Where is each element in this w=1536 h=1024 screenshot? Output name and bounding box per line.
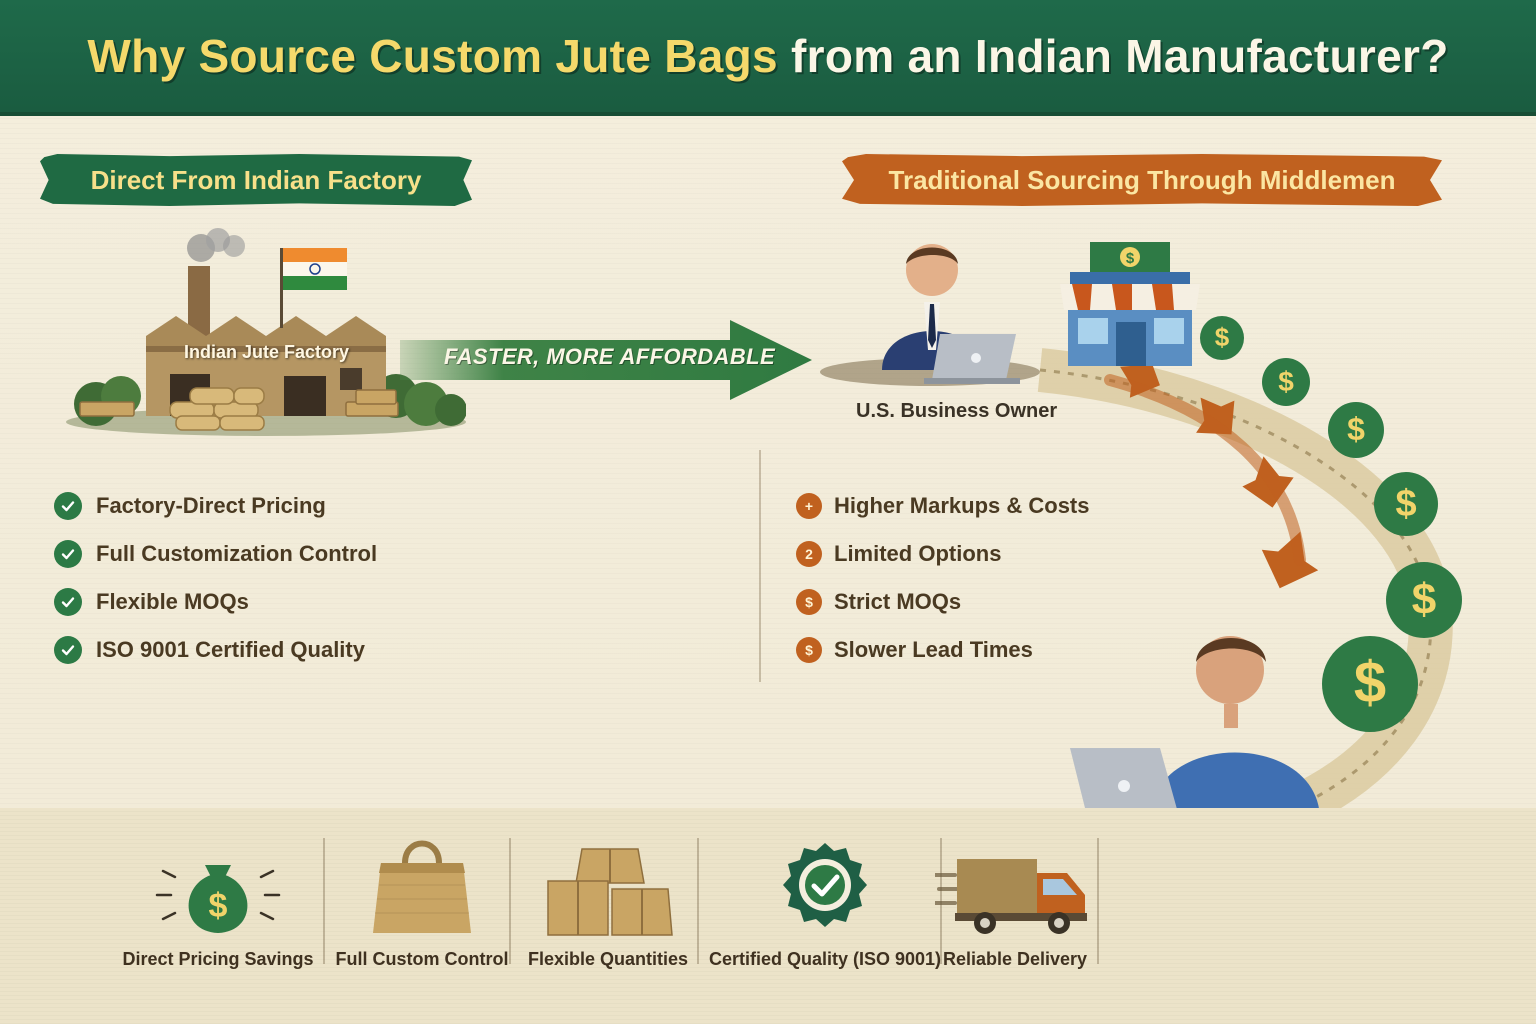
- factory-label: Indian Jute Factory: [184, 342, 350, 362]
- boxes-icon: [547, 848, 673, 936]
- check-icon: [54, 492, 82, 520]
- delivery-truck-icon: [935, 859, 1087, 934]
- check-icon: [54, 636, 82, 664]
- feature-custom-control: Full Custom Control: [335, 820, 509, 970]
- list-item: $ Strict MOQs: [796, 578, 1090, 626]
- feature-label: Certified Quality (ISO 9001): [708, 949, 942, 969]
- direct-benefits-list: Factory-Direct Pricing Full Customizatio…: [54, 482, 377, 674]
- title-accent: Why Source Custom Jute Bags: [87, 30, 778, 82]
- money-bags-trail: $ $ $ $ $ $: [1200, 316, 1462, 732]
- feature-label: Direct Pricing Savings: [122, 949, 314, 969]
- benefit-text: Factory-Direct Pricing: [96, 493, 326, 518]
- list-item: $ Slower Lead Times: [796, 626, 1090, 674]
- list-item: Flexible MOQs: [54, 578, 377, 626]
- drawback-text: Slower Lead Times: [834, 637, 1033, 662]
- arrow-label: FASTER, MORE AFFORDABLE: [444, 344, 776, 369]
- feature-divider: [509, 838, 511, 964]
- feature-divider: [323, 838, 325, 964]
- storefront-icon: $: [1060, 242, 1200, 366]
- money-bag-icon: $: [155, 865, 281, 933]
- title-header: Why Source Custom Jute Bags from an Indi…: [0, 0, 1536, 116]
- middlemen-banner: Traditional Sourcing Through Middlemen: [842, 154, 1442, 206]
- svg-text:$: $: [1278, 366, 1294, 397]
- dollar-badge-icon: $: [796, 589, 822, 615]
- svg-text:$: $: [1215, 322, 1230, 352]
- svg-text:$: $: [1126, 250, 1135, 267]
- certified-badge-icon: [783, 843, 867, 927]
- benefit-text: ISO 9001 Certified Quality: [96, 637, 365, 662]
- drawback-text: Strict MOQs: [834, 589, 962, 614]
- feature-label: Reliable Delivery: [942, 949, 1088, 969]
- benefit-text: Flexible MOQs: [96, 589, 249, 614]
- jute-bag-icon: [373, 840, 471, 933]
- number-badge-icon: 2: [796, 541, 822, 567]
- feature-flexible-quantities: Flexible Quantities: [522, 820, 694, 970]
- casual-owner-figure: [1050, 636, 1350, 828]
- svg-text:$: $: [1412, 575, 1436, 624]
- list-item: Factory-Direct Pricing: [54, 482, 377, 530]
- column-divider: [759, 450, 761, 682]
- list-item: + Higher Markups & Costs: [796, 482, 1090, 530]
- feature-reliable-delivery: Reliable Delivery: [935, 820, 1088, 970]
- faster-arrow: [400, 320, 812, 400]
- feature-direct-pricing: $ Direct Pricing Savings: [122, 820, 314, 970]
- features-strip: [0, 808, 1536, 1024]
- factory-illustration: [66, 228, 466, 436]
- svg-text:$: $: [1395, 483, 1416, 525]
- svg-text:$: $: [1347, 411, 1365, 447]
- plus-badge-icon: +: [796, 493, 822, 519]
- benefit-text: Full Customization Control: [96, 541, 378, 566]
- feature-label: Full Custom Control: [335, 949, 509, 969]
- drawback-text: Limited Options: [834, 541, 1002, 566]
- svg-text:$: $: [1354, 650, 1386, 715]
- list-item: Full Customization Control: [54, 530, 377, 578]
- list-item: 2 Limited Options: [796, 530, 1090, 578]
- business-owner-figure: [882, 244, 1020, 384]
- title-rest: from an Indian Manufacturer?: [791, 30, 1449, 82]
- middlemen-drawbacks-list: + Higher Markups & Costs 2 Limited Optio…: [796, 482, 1090, 674]
- svg-text:$: $: [209, 887, 228, 925]
- check-icon: [54, 540, 82, 568]
- feature-divider: [1097, 838, 1099, 964]
- drawback-text: Higher Markups & Costs: [834, 493, 1090, 518]
- check-icon: [54, 588, 82, 616]
- dollar-badge-icon: $: [796, 637, 822, 663]
- feature-label: Flexible Quantities: [527, 949, 689, 969]
- feature-certified-quality: Certified Quality (ISO 9001): [708, 820, 942, 970]
- direct-factory-banner: Direct From Indian Factory: [40, 154, 472, 206]
- list-item: ISO 9001 Certified Quality: [54, 626, 377, 674]
- feature-divider: [697, 838, 699, 964]
- page-title: Why Source Custom Jute Bags from an Indi…: [87, 29, 1448, 83]
- business-owner-label: U.S. Business Owner: [856, 400, 1058, 422]
